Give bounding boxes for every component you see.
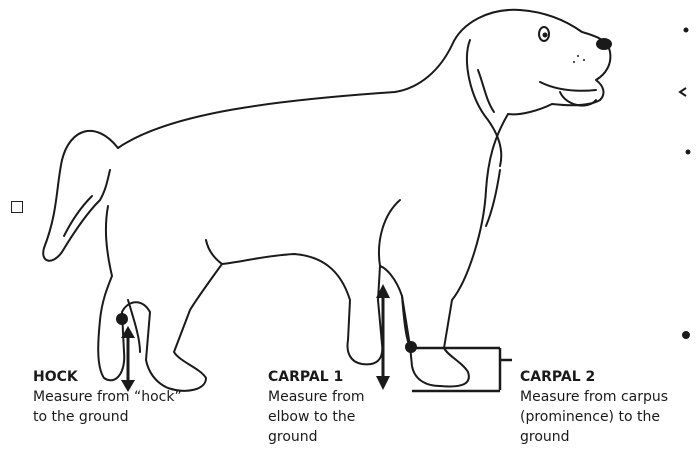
hock-dot-icon bbox=[116, 313, 128, 325]
dog-body-outline bbox=[98, 10, 610, 391]
carpal2-measurement bbox=[405, 341, 512, 391]
hock-title: HOCK bbox=[33, 367, 182, 387]
carpal1-title: CARPAL 1 bbox=[268, 367, 365, 387]
dog-ear-fur bbox=[478, 70, 494, 112]
edge-marks bbox=[680, 29, 690, 339]
dog-eye-pupil bbox=[543, 33, 548, 38]
hock-desc-line-2: to the ground bbox=[33, 407, 182, 427]
carpal1-desc-line-3: ground bbox=[268, 427, 365, 447]
carpal2-desc-line-3: ground bbox=[520, 427, 668, 447]
carpal2-desc-line-1: Measure from carpus bbox=[520, 387, 668, 407]
dog-hind-leg-inner bbox=[128, 300, 140, 352]
dog-tail-fur bbox=[64, 196, 92, 236]
carpal2-title: CARPAL 2 bbox=[520, 367, 668, 387]
dog-nose bbox=[596, 38, 612, 50]
dog-chest-fur bbox=[486, 170, 500, 226]
carpal2-desc-line-2: (prominence) to the bbox=[520, 407, 668, 427]
dog-shoulder bbox=[379, 200, 400, 266]
dog-belly bbox=[206, 240, 222, 264]
carpal2-label: CARPAL 2 Measure from carpus (prominence… bbox=[520, 367, 668, 447]
dog-mouth bbox=[540, 82, 596, 91]
dog-ear bbox=[467, 40, 501, 166]
hock-desc-line-1: Measure from “hock” bbox=[33, 387, 182, 407]
carpal1-label: CARPAL 1 Measure from elbow to the groun… bbox=[268, 367, 365, 447]
hock-label: HOCK Measure from “hock” to the ground bbox=[33, 367, 182, 427]
carpal1-desc-line-1: Measure from bbox=[268, 387, 365, 407]
dog-tongue bbox=[560, 92, 596, 106]
carpal1-desc-line-2: elbow to the bbox=[268, 407, 365, 427]
